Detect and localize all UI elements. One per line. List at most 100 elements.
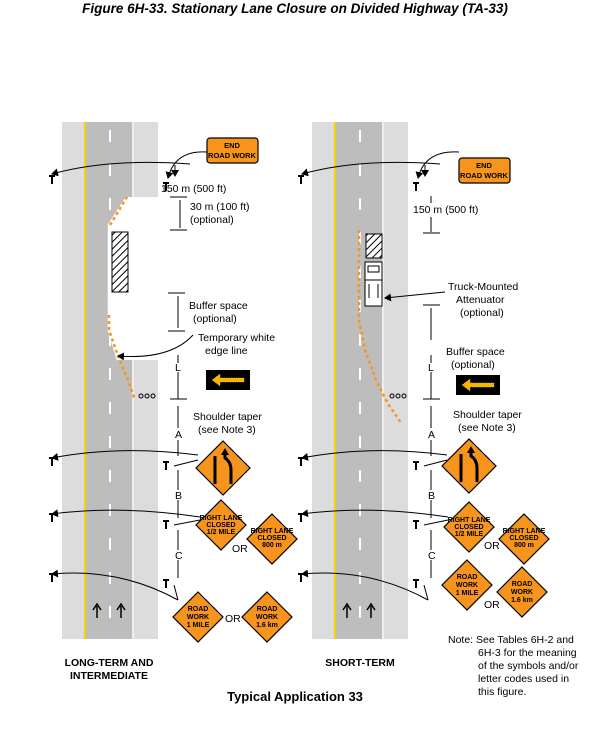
svg-text:800 m: 800 m [514,542,534,549]
left-dist-150: 150 m (500 ft) [161,183,226,195]
left-flasher-3 [150,393,156,399]
right-taper-line1: Shoulder taper [453,409,522,421]
left-road-work-sign-metric: ROAD WORK 1.6 km [241,591,293,643]
left-or-1: OR [232,543,248,555]
right-shoulder-sign-3 [413,520,419,529]
left-dist-30-line1: 30 m (100 ft) [190,201,250,213]
svg-text:CLOSED: CLOSED [257,535,286,542]
left-lane-closed-sign-metric: RIGHT LANE CLOSED 800 m [246,513,298,565]
left-edge-line1: Temporary white [198,332,275,344]
right-tma-line2: Attenuator [456,294,505,306]
left-caption-line1: LONG-TERM AND [65,657,154,669]
right-buffer-line1: Buffer space [446,346,505,358]
right-median-sign-3 [298,513,304,522]
right-flasher-3 [401,393,407,399]
note-line4: letter codes used in [478,673,569,685]
right-taper-line2: (see Note 3) [458,422,516,434]
svg-text:ROAD: ROAD [512,581,533,588]
right-or-1: OR [484,540,500,552]
svg-text:ROAD: ROAD [257,606,278,613]
left-shoulder-sign-3 [163,520,169,529]
svg-text:WORK: WORK [511,589,533,596]
svg-text:CLOSED: CLOSED [454,524,483,531]
note-line1: Note: See Tables 6H-2 and [448,634,574,646]
svg-text:1/2 MILE: 1/2 MILE [207,529,236,536]
svg-text:RIGHT LANE: RIGHT LANE [251,528,294,535]
left-B-label: B [175,490,182,502]
left-median-sign-3 [49,513,55,522]
right-caption: SHORT-TERM [325,657,395,669]
svg-text:1 MILE: 1 MILE [187,622,210,629]
left-lane-closed-sign-mile: RIGHT LANE CLOSED 1/2 MILE [195,499,247,551]
svg-text:CLOSED: CLOSED [206,522,235,529]
left-shoulder-sign-1 [163,182,169,191]
left-taper-line1: Shoulder taper [193,411,262,423]
right-road-work-sign-metric: ROAD WORK 1.6 km [496,566,548,618]
right-median-sign-1 [298,175,304,184]
svg-text:1/2 MILE: 1/2 MILE [455,531,484,538]
right-or-2: OR [484,599,500,611]
right-arrow-board [456,375,500,395]
left-C-label: C [175,550,183,562]
right-buffer-line2: (optional) [451,359,495,371]
svg-text:1.6 km: 1.6 km [256,622,278,629]
left-edge-line2: edge line [205,345,248,357]
left-buffer-line2: (optional) [193,313,237,325]
figure-title: Figure 6H-33. Stationary Lane Closure on… [82,1,508,16]
left-dist-30-line2: (optional) [190,214,234,226]
left-median-sign-1 [49,175,55,184]
left-median-sign-2 [49,457,55,466]
right-dimensions [421,165,440,578]
svg-text:WORK: WORK [187,614,209,621]
right-B-label: B [428,490,435,502]
left-L-label: L [175,362,181,374]
svg-text:WORK: WORK [456,582,478,589]
left-taper-line2: (see Note 3) [198,424,256,436]
right-median-sign-2 [298,457,304,466]
svg-text:800 m: 800 m [262,542,282,549]
right-L-label: L [428,362,434,374]
svg-text:ROAD WORK: ROAD WORK [208,151,256,160]
right-merging-taper [357,230,404,425]
right-road-work-sign-mile: ROAD WORK 1 MILE [441,559,493,611]
right-flasher-2 [395,393,401,399]
note-line3: of the symbols and/or [478,660,579,672]
left-flasher-1 [138,393,144,399]
right-work-area [365,233,383,259]
svg-text:RIGHT LANE: RIGHT LANE [448,517,491,524]
right-end-road-work-sign: END ROAD WORK [458,157,511,184]
svg-text:CLOSED: CLOSED [509,535,538,542]
left-or-2: OR [225,613,241,625]
svg-text:1 MILE: 1 MILE [456,590,479,597]
right-traffic-arrow-2 [366,602,376,618]
left-buffer-line1: Buffer space [189,300,248,312]
left-shoulder-sign-2 [163,461,169,470]
left-median-sign-4 [49,573,55,582]
svg-text:RIGHT LANE: RIGHT LANE [200,515,243,522]
svg-text:END: END [476,161,492,170]
right-shoulder-sign-4 [413,579,419,588]
right-tma-line1: Truck-Mounted [448,281,518,293]
svg-text:END: END [224,141,240,150]
note-line5: this figure. [478,686,526,698]
right-truck-mounted-attenuator [364,261,383,307]
left-traffic-arrow-2 [116,602,126,618]
left-leaders [51,151,208,601]
right-shoulder-sign-1 [413,182,419,191]
right-tma-line3: (optional) [460,307,504,319]
right-C-label: C [428,550,436,562]
svg-text:ROAD: ROAD [457,574,478,581]
left-caption-line2: INTERMEDIATE [70,670,148,682]
left-traffic-arrow-1 [92,602,102,618]
svg-text:ROAD WORK: ROAD WORK [460,171,508,180]
right-A-label: A [428,429,435,441]
left-flasher-2 [144,393,150,399]
right-median-sign-4 [298,573,304,582]
left-work-area [111,231,129,293]
svg-text:WORK: WORK [256,614,278,621]
left-A-label: A [175,429,182,441]
svg-text:1.6 km: 1.6 km [511,597,533,604]
right-lane-closed-sign-metric: RIGHT LANE CLOSED 800 m [498,513,550,565]
left-arrow-board [206,370,250,390]
